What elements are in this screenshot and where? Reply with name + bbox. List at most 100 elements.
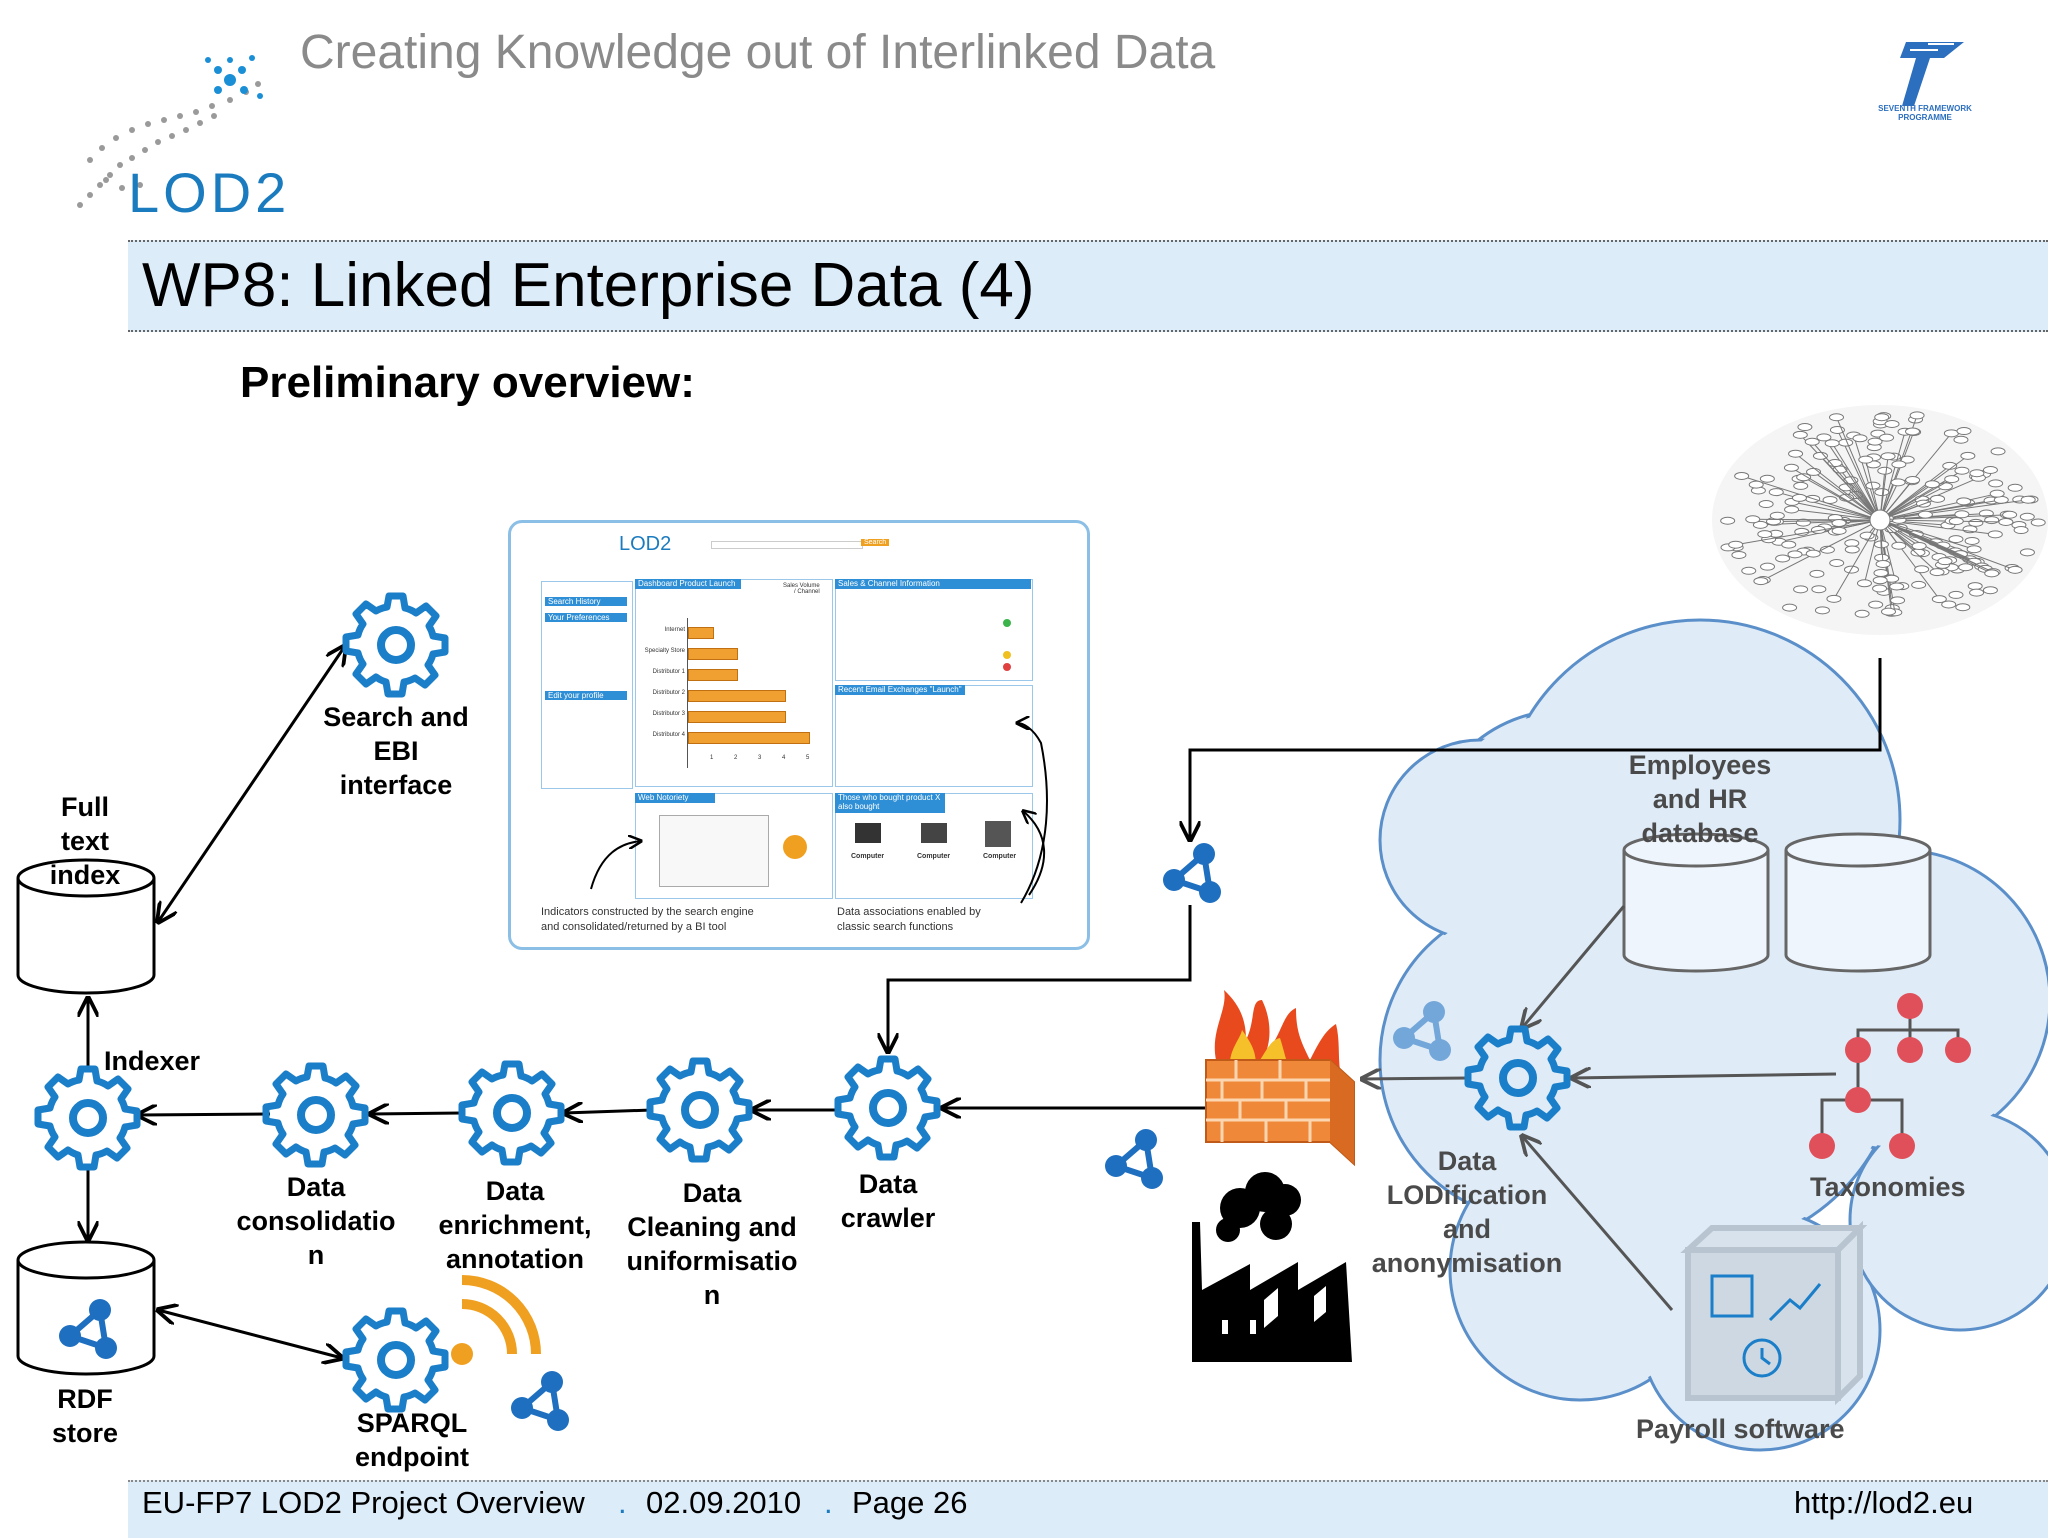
- ontology-node: [1721, 517, 1735, 524]
- ontology-node: [1742, 567, 1756, 574]
- ontology-node: [1957, 428, 1971, 435]
- ontology-node: [1890, 583, 1904, 590]
- ontology-node: [1878, 467, 1892, 474]
- ontology-node: [1859, 456, 1873, 463]
- search-ebi-gear-icon: [346, 596, 445, 694]
- ontology-node: [1794, 586, 1808, 593]
- ontology-node: [1735, 472, 1749, 479]
- ontology-node: [1881, 453, 1895, 460]
- ontology-node: [1915, 566, 1929, 573]
- ontology-node: [1956, 604, 1970, 611]
- screenshot-bar: [688, 627, 714, 639]
- dashboard-screenshot: LOD2 Search Search History Your Preferen…: [508, 520, 1090, 950]
- footer-project: EU-FP7 LOD2 Project Overview: [142, 1485, 585, 1521]
- screenshot-axis-tick: 2: [734, 755, 737, 761]
- ontology-center-node: [1870, 510, 1890, 530]
- firewall-icon: [1206, 990, 1354, 1164]
- ontology-node: [1813, 452, 1827, 459]
- ontology-node: [1983, 587, 1997, 594]
- ontology-node: [2008, 484, 2022, 491]
- ontology-node: [2014, 527, 2028, 534]
- footer-separator: .: [824, 1485, 833, 1521]
- ontology-node: [1827, 595, 1841, 602]
- ontology-node: [1792, 494, 1806, 501]
- ontology-node: [1805, 438, 1819, 445]
- ontology-node: [1932, 596, 1946, 603]
- ontology-node: [1815, 607, 1829, 614]
- ontology-node: [1925, 481, 1939, 488]
- ontology-node: [1965, 537, 1979, 544]
- ontology-node: [1988, 531, 2002, 538]
- ontology-node: [1912, 542, 1926, 549]
- footer-separator: .: [618, 1485, 627, 1521]
- screenshot-bar-label: Distributor 1: [639, 669, 685, 675]
- rss-feed-icon: [462, 1280, 536, 1354]
- ontology-node: [1732, 551, 1746, 558]
- screenshot-bar: [688, 711, 786, 723]
- screenshot-axis-tick: 1: [710, 755, 713, 761]
- ontology-node: [1729, 541, 1743, 548]
- ontology-node: [1985, 570, 1999, 577]
- ontology-node: [1990, 490, 2004, 497]
- ontology-node: [1882, 608, 1896, 615]
- ontology-node: [1970, 589, 1984, 596]
- ontology-node: [1906, 477, 1920, 484]
- ontology-node: [1875, 414, 1889, 421]
- ontology-node: [1892, 461, 1906, 468]
- ontology-node: [1830, 414, 1844, 421]
- indexer-label: Indexer: [104, 1044, 200, 1078]
- ontology-node: [1760, 475, 1774, 482]
- ontology-node: [1931, 495, 1945, 502]
- ontology-node: [1758, 531, 1772, 538]
- ontology-node: [1930, 569, 1944, 576]
- cleaning-gear-icon: [650, 1061, 749, 1159]
- taxonomies-label: Taxonomies: [1810, 1170, 1966, 1204]
- ontology-node: [1969, 519, 1983, 526]
- ontology-node: [1954, 436, 1968, 443]
- rdf-store-cylinder: [18, 1242, 154, 1374]
- ontology-node: [1784, 464, 1798, 471]
- ontology-node: [1770, 512, 1784, 519]
- ontology-edge: [1753, 519, 1880, 520]
- ontology-node: [2020, 549, 2034, 556]
- ontology-node: [1938, 558, 1952, 565]
- ontology-node: [2003, 511, 2017, 518]
- linked-data-icon: [1163, 843, 1221, 903]
- ontology-node: [1749, 481, 1763, 488]
- screenshot-bar-label: Distributor 3: [639, 711, 685, 717]
- screenshot-bar-label: Specialty Store: [639, 648, 685, 654]
- ontology-node: [1796, 519, 1810, 526]
- screenshot-bar-label: Distributor 2: [639, 690, 685, 696]
- footer-url[interactable]: http://lod2.eu: [1794, 1485, 1973, 1521]
- ontology-node: [1880, 434, 1894, 441]
- ontology-node: [1810, 570, 1824, 577]
- ontology-node: [1788, 551, 1802, 558]
- ontology-node: [1967, 546, 1981, 553]
- footer-date: 02.09.2010: [646, 1485, 801, 1521]
- ontology-node: [1906, 428, 1920, 435]
- factory-icon: [1192, 1172, 1352, 1362]
- ontology-node: [1798, 424, 1812, 431]
- ontology-node: [1783, 604, 1797, 611]
- footer-page: Page 26: [852, 1485, 968, 1521]
- ontology-node: [1857, 580, 1871, 587]
- screenshot-axis-tick: 5: [806, 755, 809, 761]
- ontology-node: [1832, 519, 1846, 526]
- ontology-node: [1869, 601, 1883, 608]
- ontology-node: [1949, 591, 1963, 598]
- ontology-node: [1776, 555, 1790, 562]
- ontology-node: [1983, 466, 1997, 473]
- ontology-node: [1794, 482, 1808, 489]
- screenshot-bar-label: Internet: [639, 627, 685, 633]
- ontology-node: [1845, 546, 1859, 553]
- ontology-node: [1789, 450, 1803, 457]
- ontology-node: [1875, 489, 1889, 496]
- ontology-node: [1985, 517, 1999, 524]
- ontology-node: [1873, 577, 1887, 584]
- screenshot-axis-tick: 3: [758, 755, 761, 761]
- ontology-node: [1938, 483, 1952, 490]
- payroll-software-label: Payroll software: [1636, 1412, 1845, 1446]
